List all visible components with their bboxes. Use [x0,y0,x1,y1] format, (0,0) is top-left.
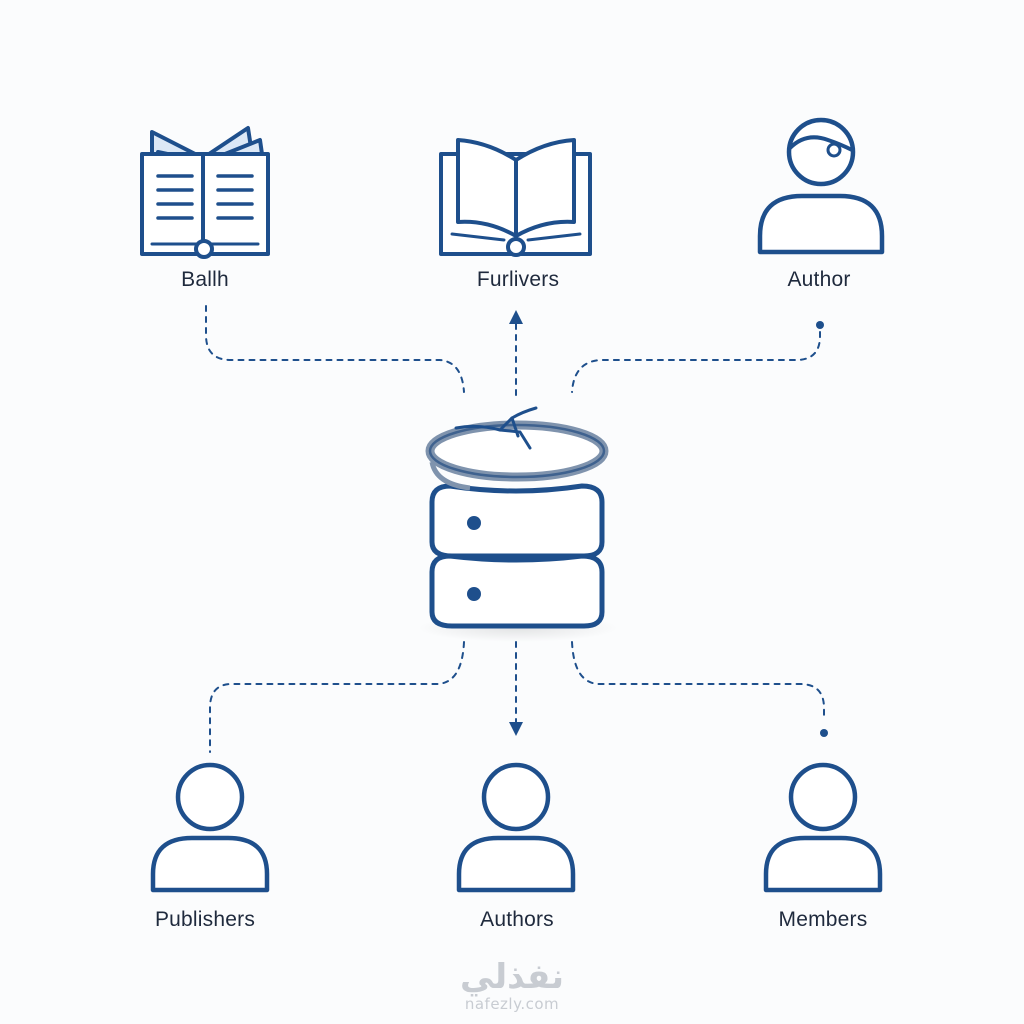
node-label-authors: Authors [480,908,554,931]
watermark-arabic: نفذلي [459,957,565,997]
person-icon [150,762,270,893]
watermark: نفذلي nafezly.com [412,958,612,1012]
person-icon [456,762,576,893]
node-label-publishers: Publishers [154,908,256,931]
person-icon [763,762,883,893]
node-label-members: Members [778,908,868,931]
connector-dot-author [816,321,824,329]
database-icon [418,406,618,642]
arrowhead-up [509,310,523,324]
connector-publishers [209,641,465,753]
person-icon [757,117,885,255]
watermark-latin: nafezly.com [464,995,560,1013]
connector-members [571,641,825,721]
arrowhead-down [509,722,523,736]
open-book-icon [140,126,270,259]
node-label-furlivers: Furlivers [476,268,560,291]
connector-author [571,331,821,393]
open-book-icon [439,138,592,257]
connector-dot-members [820,729,828,737]
node-label-author: Author [787,268,851,291]
node-label-ballh: Ballh [181,268,229,291]
connector-ballh [205,305,465,393]
